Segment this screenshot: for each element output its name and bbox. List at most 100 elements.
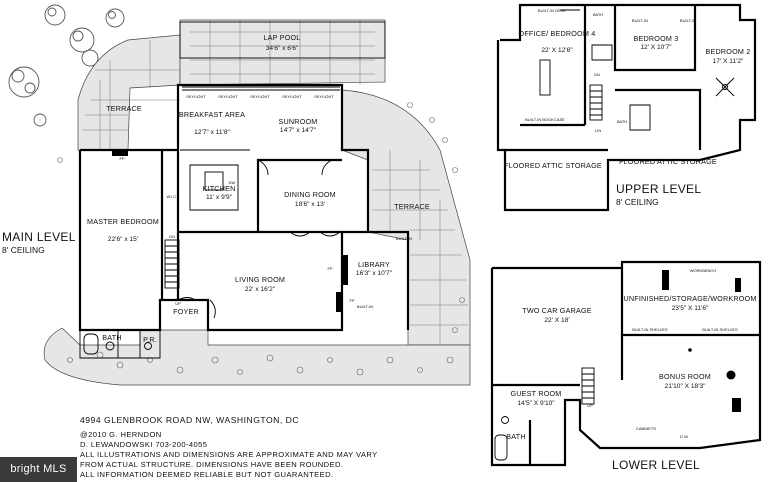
fp-label: FP: [327, 266, 332, 271]
lower-level: WORKBENCH BUILT-IN SHELVES BUILT-IN SHEL…: [490, 260, 762, 472]
bath-walls: [79, 320, 161, 359]
stone-pattern: [82, 20, 468, 345]
garage-dims: 22' X 18': [544, 317, 569, 324]
lower-column: [662, 270, 669, 290]
svg-text:SKYLIGHT: SKYLIGHT: [250, 94, 270, 99]
workbench-label: WORKBENCH: [690, 268, 717, 273]
pebble-garden: [57, 102, 465, 376]
library-dims: 16'3" x 10'7": [356, 270, 393, 277]
ceiling-fan-icon: [715, 77, 735, 97]
breakfast-area-label: BREAKFAST AREA: [179, 110, 245, 119]
up-label: UP: [175, 301, 181, 306]
dw-label: D W: [680, 434, 688, 439]
contact: D. LEWANDOWSKI 703-200-4055: [80, 440, 207, 449]
fp-label: FP: [119, 156, 124, 161]
svg-text:SKYLIGHT: SKYLIGHT: [282, 94, 302, 99]
dw-label: DW: [229, 180, 236, 185]
master-bedroom-dims: 22'6" x 15': [108, 236, 138, 243]
lower-exterior-walls: [490, 260, 762, 467]
info-block: 4994 GLENBROOK ROAD NW, WASHINGTON, DC @…: [80, 415, 378, 479]
kitchen-dims: 11' x 9'9": [206, 194, 233, 201]
bedroom2-label: BEDROOM 2: [706, 47, 751, 56]
pool-deck: [179, 19, 386, 86]
terrace-east-label: TERRACE: [394, 202, 430, 211]
lower-column: [726, 370, 736, 380]
terrace-label: TERRACE: [106, 104, 142, 113]
lap-pool-label: LAP POOL: [263, 33, 300, 42]
kitchen-walls: [180, 149, 250, 211]
front-walkway: [43, 327, 471, 386]
living-fireplace: [336, 292, 342, 312]
living-dining-walls: [160, 150, 342, 300]
lower-interior-walls: [492, 268, 760, 465]
disclaimer-2: FROM ACTUAL STRUCTURE. DIMENSIONS HAVE B…: [80, 460, 343, 469]
lower-level-title: LOWER LEVEL: [612, 458, 700, 472]
dining-room-label: DINING ROOM: [284, 190, 336, 199]
attic-west-label: FLOORED ATTIC STORAGE: [504, 161, 602, 170]
svg-text:SKYLIGHT: SKYLIGHT: [218, 94, 238, 99]
attic-east-label: FLOORED ATTIC STORAGE: [619, 157, 717, 166]
skylight-upper: [539, 59, 551, 96]
bonus-room-label: BONUS ROOM: [659, 372, 711, 381]
built-in-shelves-label: BUILT-IN SHELVES: [702, 327, 738, 332]
built-in-label: BUILT-IN: [357, 304, 373, 309]
sunroom-label: SUNROOM: [279, 117, 318, 126]
lower-column: [732, 398, 741, 412]
bonus-room-dims: 21'10" X 18'3": [665, 383, 707, 390]
skylight-labels: SKYLIGHT SKYLIGHT SKYLIGHT SKYLIGHT SKYL…: [186, 94, 334, 99]
disclaimer-1: ALL ILLUSTRATIONS AND DIMENSIONS ARE APP…: [80, 450, 378, 459]
mls-watermark-badge: bright MLS: [0, 457, 77, 482]
built-in-label: BUILT-IN: [680, 18, 696, 23]
lower-column: [735, 278, 741, 292]
main-level-ceiling: 8' CEILING: [2, 245, 45, 255]
upper-level: BUILT-IN DESK BUILT-IN BOOKCASE BUILT-IN…: [496, 3, 757, 212]
stone-terrace-east: [341, 89, 471, 346]
foyer-label: FOYER: [173, 307, 199, 316]
master-fireplace: [112, 150, 128, 156]
main-level-title: MAIN LEVEL: [2, 230, 76, 244]
built-in-desk-label: BUILT-IN DESK: [538, 8, 566, 13]
office-dims: 22' X 12'6": [541, 47, 573, 54]
library-fireplace: [342, 255, 348, 285]
lap-pool-dims: 34'6" x 6'6": [266, 45, 299, 52]
stone-terrace: [77, 34, 181, 151]
lap-pool-basin: [179, 21, 386, 59]
breakfast-area-dims: 12'7" x 11'8": [194, 129, 230, 136]
upper-interior-walls: [505, 5, 702, 152]
bedroom3-dims: 12' X 10'7": [640, 44, 672, 51]
upper-exterior-walls: [496, 3, 757, 212]
bath-main-label: BATH: [102, 333, 121, 342]
toilet-icon: [144, 342, 152, 350]
upper-stairs: [589, 84, 603, 121]
bathtub-main: [83, 333, 99, 355]
kitchen-label: KITCHEN: [203, 184, 236, 193]
address: 4994 GLENBROOK ROAD NW, WASHINGTON, DC: [80, 415, 299, 425]
office-label: OFFICE/ BEDROOM 4: [519, 29, 596, 38]
bedroom3-label: BEDROOM 3: [634, 34, 679, 43]
built-in-shelves-label: BUILT-IN SHELVES: [632, 327, 668, 332]
bath-label: BATH: [617, 119, 627, 124]
garage-label: TWO CAR GARAGE: [522, 306, 592, 315]
master-bedroom-label: MASTER BEDROOM: [87, 217, 159, 226]
built-in-label: BUILT-IN: [632, 18, 648, 23]
lower-post: [688, 348, 692, 352]
dn-label: DN: [594, 72, 600, 77]
built-in-label: BUILT-IN: [396, 236, 412, 241]
bath-lower-label: BATH: [506, 432, 525, 441]
fp-label: FP: [349, 298, 354, 303]
workroom-dims: 23'5" X 11'6": [672, 305, 709, 312]
dining-room-dims: 18'6" x 13': [295, 201, 325, 208]
sunroom-windows: [182, 86, 340, 91]
pr-label: P.R.: [143, 335, 157, 344]
upper-bath-fixtures: [560, 9, 651, 131]
dn-label: DN: [169, 234, 175, 239]
main-stairs: [164, 239, 180, 289]
wic-label: W.I.C.: [167, 194, 178, 199]
bedroom2-dims: 17' X 11'2": [713, 58, 744, 65]
bath-label: BATH: [593, 12, 603, 17]
guest-room-dims: 14'5" X 9'10": [517, 400, 555, 407]
up-label: UP: [587, 403, 593, 408]
built-in-bookcase-label: BUILT-IN BOOKCASE: [525, 117, 565, 122]
disclaimer-3: ALL INFORMATION DEEMED RELIABLE BUT NOT …: [80, 470, 333, 479]
library-label: LIBRARY: [358, 260, 390, 269]
